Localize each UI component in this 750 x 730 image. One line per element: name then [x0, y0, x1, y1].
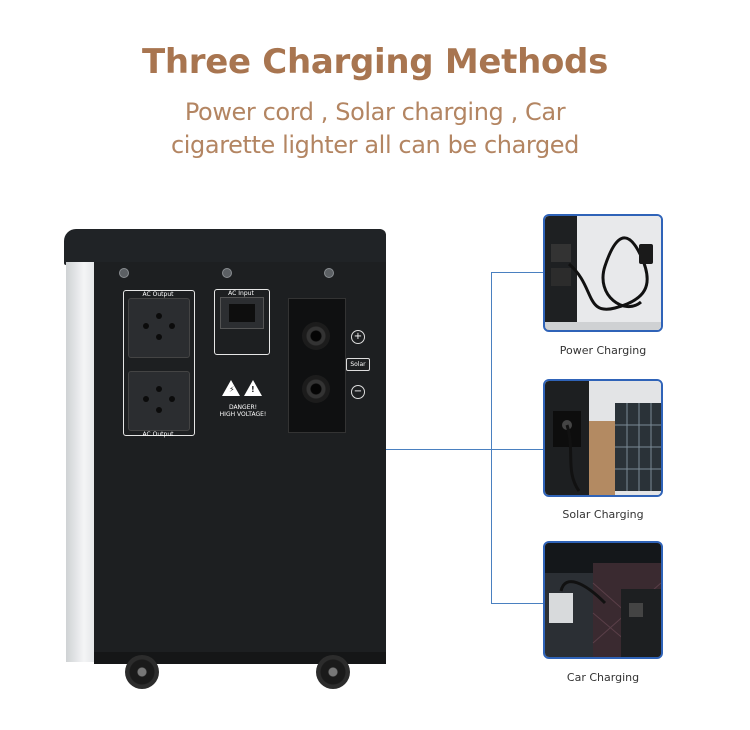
page-title: Three Charging Methods — [141, 42, 609, 82]
warning-triangle-icon — [222, 380, 240, 396]
lightning-icon: ⚡ — [229, 385, 235, 394]
solar-badge — [346, 358, 370, 371]
connector-line-vertical — [491, 272, 492, 604]
screw-icon — [324, 268, 334, 278]
ac-output-frame — [123, 290, 195, 436]
subtitle-line-1: Power cord , Solar charging , Car — [184, 98, 566, 126]
solar-label: Solar — [350, 361, 366, 368]
solar-negative-port[interactable] — [302, 375, 330, 403]
solar-positive-port[interactable] — [302, 322, 330, 350]
minus-icon: − — [351, 385, 365, 399]
ac-input-frame — [214, 289, 270, 355]
subtitle-line-2: cigarette lighter all can be charged — [170, 131, 579, 159]
plus-icon: + — [351, 330, 365, 344]
device-side-panel — [66, 262, 96, 662]
power-charging-caption: Power Charging — [559, 344, 647, 357]
warning-triangle-icon — [244, 380, 262, 396]
solar-charging-photo — [543, 379, 663, 497]
warning-line-2: HIGH VOLTAGE! — [219, 411, 267, 418]
connector-line-power — [491, 272, 543, 273]
screw-icon — [119, 268, 129, 278]
exclamation-icon: ! — [251, 385, 255, 394]
ac-input-label: AC Input — [228, 290, 254, 297]
car-charging-caption: Car Charging — [566, 671, 640, 684]
device-top-cap — [64, 229, 386, 265]
ac-output-socket-top[interactable] — [128, 298, 190, 358]
connector-line-main — [386, 449, 491, 450]
wheel-right — [316, 655, 350, 689]
page-subtitle: Power cord , Solar charging , Car cigare… — [0, 96, 750, 162]
device-base — [94, 652, 386, 664]
ac-output-bottom-label: AC Output — [142, 431, 174, 438]
solar-charging-caption: Solar Charging — [562, 508, 644, 521]
ac-input-socket[interactable] — [220, 297, 264, 329]
ac-output-socket-bottom[interactable] — [128, 371, 190, 431]
connector-line-solar — [491, 449, 543, 450]
ac-output-top-label: AC Output — [142, 291, 174, 298]
wheel-left — [125, 655, 159, 689]
power-charging-photo — [543, 214, 663, 332]
screw-icon — [222, 268, 232, 278]
solar-port-recess — [288, 298, 346, 433]
connector-line-car — [491, 603, 543, 604]
car-charging-photo — [543, 541, 663, 659]
warning-line-1: DANGER! — [228, 404, 258, 411]
